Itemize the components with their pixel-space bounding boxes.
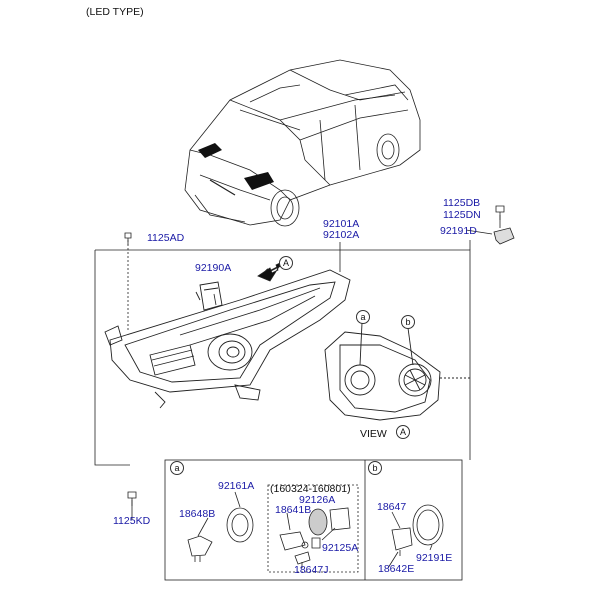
bulb-18641b <box>279 531 309 551</box>
label-92191d: 92191D <box>440 225 477 237</box>
label-92161a: 92161A <box>218 480 255 492</box>
label-1125db: 1125DB <box>443 197 481 209</box>
label-92102a: 92102A <box>323 229 360 241</box>
socket-92161a <box>226 507 254 543</box>
label-1125dn: 1125DN <box>443 209 481 221</box>
label-18647j: 18647J <box>294 564 329 576</box>
bulb-18647j <box>294 551 311 565</box>
label-18642e: 18642E <box>378 563 415 575</box>
label-18648b: 18648B <box>179 508 216 520</box>
marker-a-detail: a <box>170 461 184 475</box>
bulb-18647 <box>391 527 413 556</box>
label-92125a: 92125A <box>322 542 359 554</box>
marker-b-rear: b <box>401 315 415 329</box>
label-92190a: 92190A <box>195 262 232 274</box>
bulb-18648b <box>187 535 213 562</box>
marker-A-arrow: A <box>279 256 293 270</box>
label-92191e: 92191E <box>416 552 453 564</box>
cap-92191e <box>412 504 444 546</box>
label-18647: 18647 <box>377 501 407 513</box>
marker-a-rear: a <box>356 310 370 324</box>
screw-1125db <box>495 205 505 220</box>
label-1125kd: 1125KD <box>113 515 151 527</box>
cover-92126a <box>308 507 351 536</box>
label-18641b: 18641B <box>275 504 312 516</box>
vehicle-illustration <box>184 59 421 227</box>
clip-92125a <box>311 537 321 549</box>
lamp-rear-view <box>324 322 470 421</box>
label-1125ad: 1125AD <box>147 232 185 244</box>
marker-A-view: A <box>396 425 410 439</box>
label-92101a: 92101A <box>323 218 360 230</box>
label-92126a: 92126A <box>299 494 336 506</box>
headlamp-assembly <box>104 269 351 409</box>
view-label: VIEW <box>360 428 387 440</box>
marker-b-detail: b <box>368 461 382 475</box>
part-92190a <box>195 281 223 311</box>
diagram-title: (LED TYPE) <box>86 6 144 18</box>
screw-1125ad <box>124 232 132 245</box>
screw-1125kd <box>127 491 137 506</box>
part-92191d <box>493 227 515 245</box>
label-date-range: (160324-160801) <box>270 483 351 495</box>
